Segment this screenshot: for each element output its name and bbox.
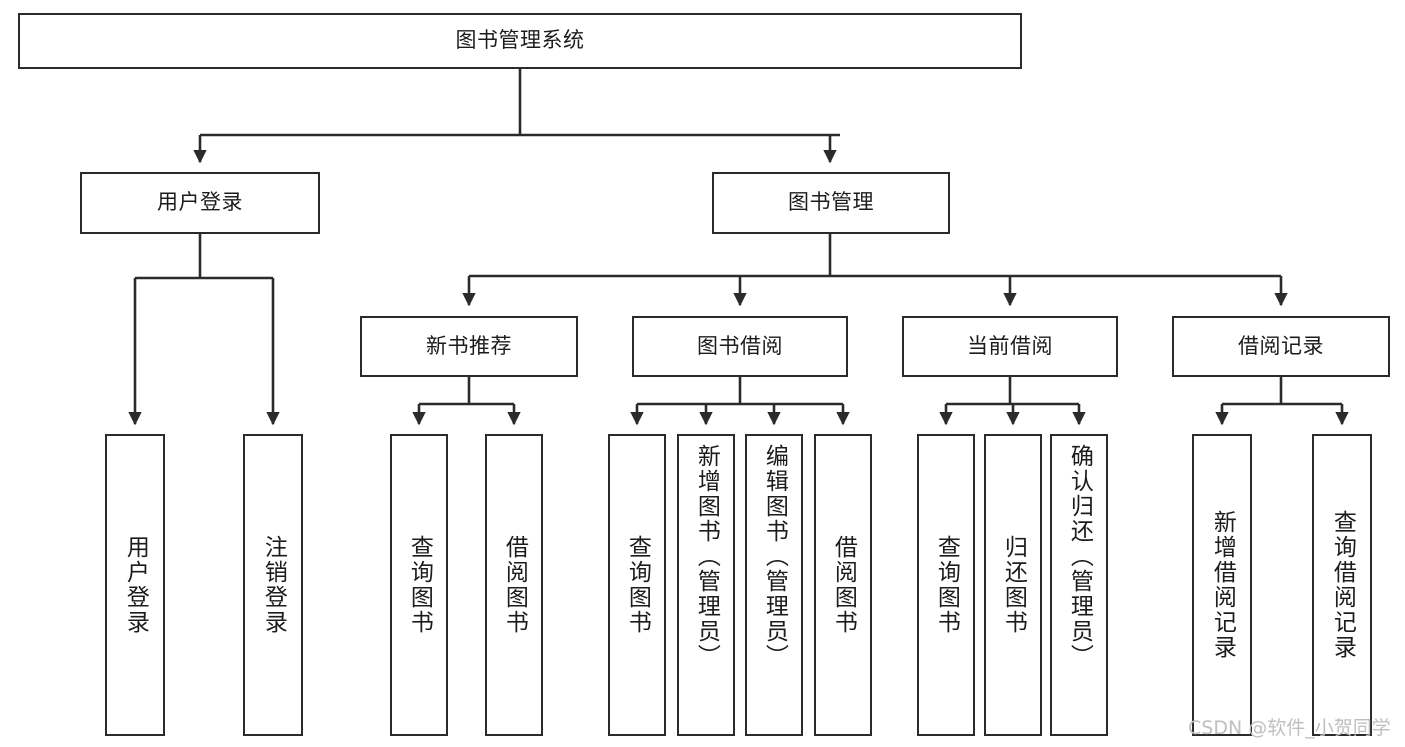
leaf-current-confirm-return-admin[interactable]: 确认归还（管理员）	[1050, 434, 1108, 736]
node-label: 注销登录	[260, 535, 287, 635]
leaf-current-query-book[interactable]: 查询图书	[917, 434, 975, 736]
node-label: 图书管理	[788, 190, 874, 215]
node-book-management[interactable]: 图书管理	[712, 172, 950, 234]
leaf-borrow-add-book-admin[interactable]: 新增图书（管理员）	[677, 434, 735, 736]
node-label: 查询借阅记录	[1329, 510, 1356, 660]
leaf-current-return-book[interactable]: 归还图书	[984, 434, 1042, 736]
node-label: 借阅记录	[1238, 333, 1324, 358]
leaf-user-login-login[interactable]: 用户登录	[105, 434, 165, 736]
node-label: 用户登录	[122, 535, 149, 635]
node-book-management-system[interactable]: 图书管理系统	[18, 13, 1022, 69]
leaf-borrow-query-book[interactable]: 查询图书	[608, 434, 666, 736]
leaf-record-add-record[interactable]: 新增借阅记录	[1192, 434, 1252, 736]
node-label: 借阅图书	[830, 535, 857, 635]
leaf-borrow-borrow-book[interactable]: 借阅图书	[814, 434, 872, 736]
node-label: 查询图书	[406, 535, 433, 635]
node-book-borrow[interactable]: 图书借阅	[632, 316, 848, 377]
node-label: 图书借阅	[697, 333, 783, 358]
node-label: 新增借阅记录	[1209, 510, 1236, 660]
leaf-new-book-query[interactable]: 查询图书	[390, 434, 448, 736]
node-label: 用户登录	[157, 190, 243, 215]
node-label: 借阅图书	[501, 535, 528, 635]
node-label: 编辑图书（管理员）	[761, 444, 788, 669]
node-user-login[interactable]: 用户登录	[80, 172, 320, 234]
node-label: 新书推荐	[426, 333, 512, 358]
node-label: 归还图书	[1000, 535, 1027, 635]
leaf-borrow-edit-book-admin[interactable]: 编辑图书（管理员）	[745, 434, 803, 736]
node-new-book-recommend[interactable]: 新书推荐	[360, 316, 578, 377]
node-label: 查询图书	[933, 535, 960, 635]
node-label: 新增图书（管理员）	[693, 444, 720, 669]
leaf-user-login-logout[interactable]: 注销登录	[243, 434, 303, 736]
node-label: 查询图书	[624, 535, 651, 635]
leaf-record-query-record[interactable]: 查询借阅记录	[1312, 434, 1372, 736]
leaf-new-book-borrow[interactable]: 借阅图书	[485, 434, 543, 736]
node-current-borrow[interactable]: 当前借阅	[902, 316, 1118, 377]
node-borrow-record[interactable]: 借阅记录	[1172, 316, 1390, 377]
node-label: 图书管理系统	[455, 28, 585, 53]
node-label: 确认归还（管理员）	[1066, 444, 1093, 669]
node-label: 当前借阅	[967, 333, 1053, 358]
